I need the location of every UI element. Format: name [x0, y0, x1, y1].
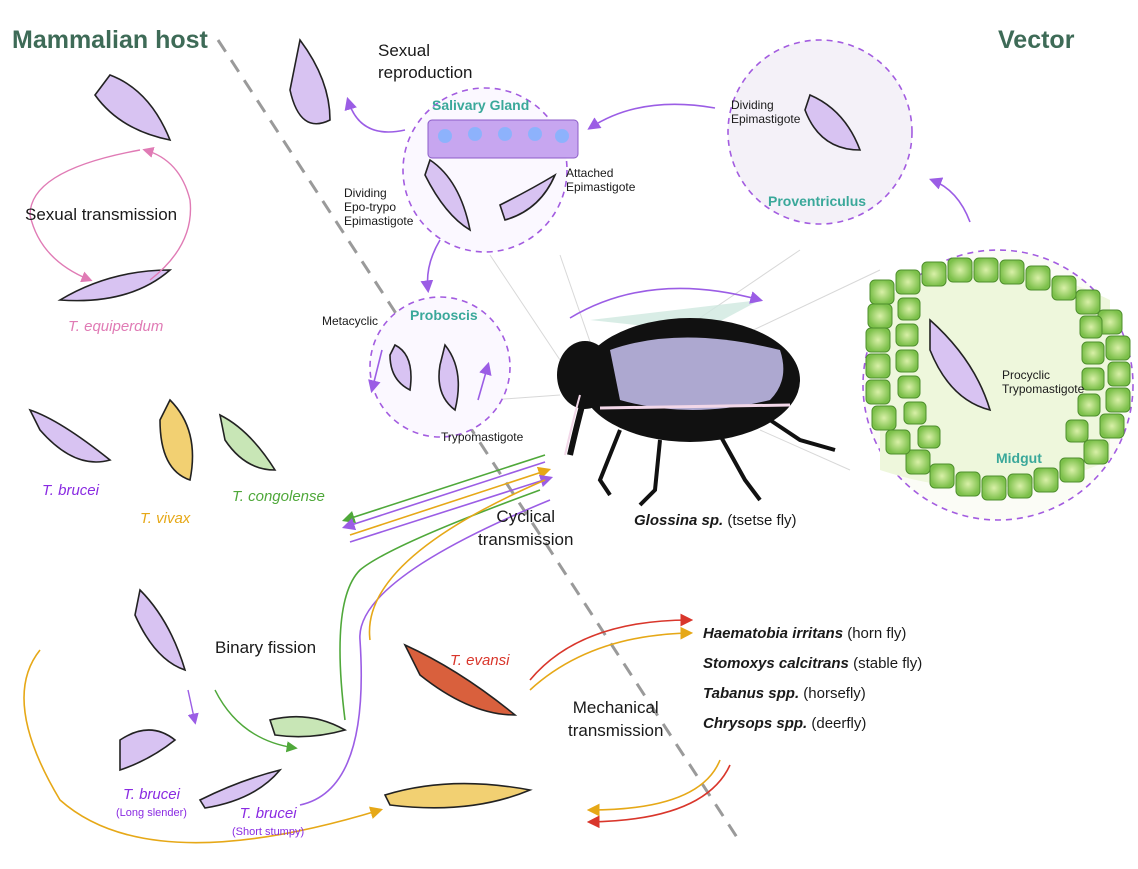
mammalian-host-heading: Mammalian host: [12, 26, 208, 55]
proventriculus-label: Proventriculus: [768, 193, 866, 209]
vector-heading: Vector: [998, 26, 1074, 55]
tsetse-fly-illustration: [557, 300, 835, 505]
arrow-gland-to-reproduction: [348, 100, 405, 132]
salivary-gland-label: Salivary Gland: [432, 97, 529, 113]
cyclical-transmission-label: Cyclical transmission: [478, 505, 573, 551]
arrow-midgut-to-proventriculus: [932, 180, 970, 222]
salivary-epithelium: [428, 120, 578, 158]
t-brucei-long-slender-label: T. brucei (Long slender): [116, 786, 187, 820]
dividing-epimastigote-label: Dividing Epimastigote: [731, 98, 800, 126]
mechanical-vector-item: Tabanus spp. (horsefly): [703, 685, 866, 702]
t-equiperdum-label: T. equiperdum: [68, 318, 163, 335]
mechanical-vector-item: Stomoxys calcitrans (stable fly): [703, 655, 922, 672]
arrow-gland-to-proboscis: [428, 240, 441, 290]
t-evansi-label: T. evansi: [450, 652, 509, 669]
dividing-epo-trypo-label: Dividing Epo-trypo Epimastigote: [344, 186, 413, 228]
trypomastigote-label: Trypomastigote: [441, 430, 523, 444]
attached-epimastigote-label: Attached Epimastigote: [566, 166, 635, 194]
procyclic-trypomastigote-label: Procyclic Trypomastigote: [1002, 368, 1084, 396]
t-brucei-short-stumpy-label: T. brucei (Short stumpy): [232, 805, 304, 839]
metacyclic-label: Metacyclic: [322, 314, 378, 328]
t-brucei-label: T. brucei: [42, 482, 99, 499]
t-vivax-label: T. vivax: [140, 510, 190, 527]
proboscis-label: Proboscis: [410, 307, 478, 323]
arrow-proventriculus-to-gland: [590, 104, 715, 128]
mechanical-vector-item: Chrysops spp. (deerfly): [703, 715, 866, 732]
sexual-reproduction-label: Sexual reproduction: [378, 40, 473, 84]
binary-fission-label: Binary fission: [215, 638, 316, 658]
t-congolense-label: T. congolense: [232, 488, 325, 505]
tsetse-fly-caption: Glossina sp. (tsetse fly): [634, 512, 797, 529]
midgut-label: Midgut: [996, 450, 1042, 466]
mechanical-vector-item: Haematobia irritans (horn fly): [703, 625, 906, 642]
sexual-transmission-label: Sexual transmission: [25, 205, 177, 225]
mechanical-transmission-label: Mechanical transmission: [568, 696, 663, 742]
